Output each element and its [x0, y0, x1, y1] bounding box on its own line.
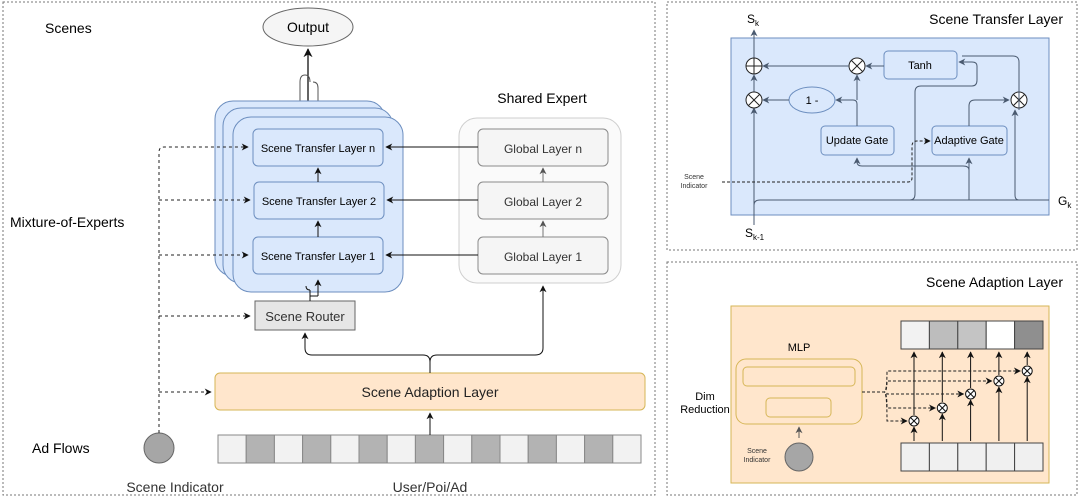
- scene-transfer-layer-2[interactable]: Scene Transfer Layer 2: [253, 181, 385, 220]
- global-layer-1-label: Global Layer 1: [504, 250, 582, 264]
- adaption-gates: [862, 351, 1033, 441]
- mlp-layer-2: [765, 397, 832, 418]
- g-k-label: Gk: [1058, 194, 1072, 210]
- adaption-panel-title: Scene Adaption Layer: [926, 274, 1063, 290]
- s-k-minus-1-label: Sk-1: [745, 226, 765, 242]
- input-cell: [612, 434, 642, 464]
- one-minus-label: 1 -: [806, 95, 819, 107]
- transfer-scene-indicator-dashed: [722, 137, 931, 183]
- mlp-label: MLP: [788, 342, 811, 354]
- global-layer-n-label: Global Layer n: [504, 142, 582, 156]
- mlp-layer-1: [742, 366, 856, 387]
- update-gate-label: Update Gate: [826, 135, 888, 147]
- global-layer-2[interactable]: Global Layer 2: [477, 181, 609, 220]
- input-cell: [584, 434, 614, 464]
- multiply-node-top: [848, 57, 866, 75]
- transfer-connectors: [753, 55, 1049, 206]
- shared-expert-title: Shared Expert: [497, 90, 587, 106]
- adaption-input-cell: [900, 442, 930, 472]
- ad-flows-label: Ad Flows: [32, 440, 90, 456]
- scene-transfer-layer-2-label: Scene Transfer Layer 2: [262, 196, 376, 208]
- adaption-input-cells: [900, 442, 1044, 472]
- adaption-output-cell: [957, 320, 987, 350]
- input-cell: [245, 434, 275, 464]
- input-cell: [386, 434, 416, 464]
- adaptive-gate[interactable]: Adaptive Gate: [931, 125, 1008, 156]
- scene-transfer-layer-1-label: Scene Transfer Layer 1: [261, 251, 375, 263]
- input-cell: [414, 434, 445, 464]
- input-cell: [302, 434, 332, 464]
- tanh-node[interactable]: Tanh: [883, 50, 958, 80]
- scene-adaption-label: Scene Adaption Layer: [362, 384, 499, 400]
- adaption-panel-border: [666, 261, 1078, 496]
- one-minus-node[interactable]: 1 -: [788, 86, 836, 114]
- adaption-multiply-gate: [908, 415, 920, 427]
- s-k-label: Sk: [747, 12, 760, 28]
- adaption-input-cell: [1014, 442, 1044, 472]
- scene-indicator-node: [143, 432, 175, 464]
- scene-indicator-dashed-lines: [158, 143, 251, 433]
- scene-transfer-layer-n-label: Scene Transfer Layer n: [261, 143, 375, 155]
- adaptive-gate-label: Adaptive Gate: [934, 135, 1004, 147]
- input-label: User/Poi/Ad: [393, 479, 468, 495]
- transfer-panel-border: [666, 1, 1078, 251]
- adaption-scene-indicator-node: [784, 442, 814, 472]
- input-cell: [499, 434, 529, 464]
- moe-label: Mixture-of-Experts: [10, 214, 124, 230]
- scene-router[interactable]: Scene Router: [254, 300, 356, 331]
- adaption-output-cells: [900, 320, 1044, 350]
- adaption-multiply-gate: [936, 402, 948, 414]
- scene-indicator-label: Scene Indicator: [126, 479, 224, 495]
- scenes-label: Scenes: [45, 20, 92, 36]
- scene-router-label: Scene Router: [265, 309, 345, 324]
- input-cell: [443, 434, 473, 464]
- adaption-multiply-gate: [965, 388, 977, 400]
- adaption-output-cell: [900, 320, 930, 350]
- input-cell: [273, 434, 304, 464]
- adaption-dashed-link: [862, 367, 1021, 393]
- update-gate[interactable]: Update Gate: [820, 125, 895, 156]
- adaption-output-cell: [985, 320, 1016, 350]
- input-cell: [527, 434, 557, 464]
- add-node: [745, 57, 763, 75]
- router-hop: [305, 285, 311, 291]
- tanh-label: Tanh: [908, 60, 932, 72]
- input-cell: [330, 434, 360, 464]
- output-label: Output: [287, 19, 329, 35]
- adaption-multiply-gate: [1021, 365, 1033, 377]
- output-node: [262, 7, 354, 47]
- scene-transfer-layer-n[interactable]: Scene Transfer Layer n: [252, 128, 384, 167]
- output-hop-line: [299, 74, 311, 102]
- scene-adaption-layer[interactable]: Scene Adaption Layer: [214, 372, 646, 411]
- adaption-input-cell: [928, 442, 959, 472]
- multiply-node-left: [745, 91, 763, 109]
- output-hop-line-2: [312, 81, 319, 116]
- global-layer-2-label: Global Layer 2: [504, 195, 582, 209]
- adaption-multiply-gate: [993, 375, 1005, 387]
- scene-transfer-layer-1[interactable]: Scene Transfer Layer 1: [252, 236, 384, 275]
- adaption-input-cell: [985, 442, 1016, 472]
- global-layer-1[interactable]: Global Layer 1: [477, 236, 609, 275]
- transfer-panel-title: Scene Transfer Layer: [929, 11, 1063, 27]
- input-cell: [217, 434, 247, 464]
- input-feature-strip: [217, 434, 642, 464]
- global-layer-n[interactable]: Global Layer n: [477, 128, 609, 167]
- main-panel-border: [2, 1, 656, 496]
- input-cell: [471, 434, 501, 464]
- adaption-input-cell: [957, 442, 987, 472]
- sal-to-router-arrow: [301, 332, 431, 373]
- sal-to-shared-expert-arrow: [429, 285, 547, 363]
- adaption-output-cell: [1014, 320, 1044, 350]
- input-cell: [555, 434, 586, 464]
- input-cell: [358, 434, 388, 464]
- adaption-output-cell: [928, 320, 959, 350]
